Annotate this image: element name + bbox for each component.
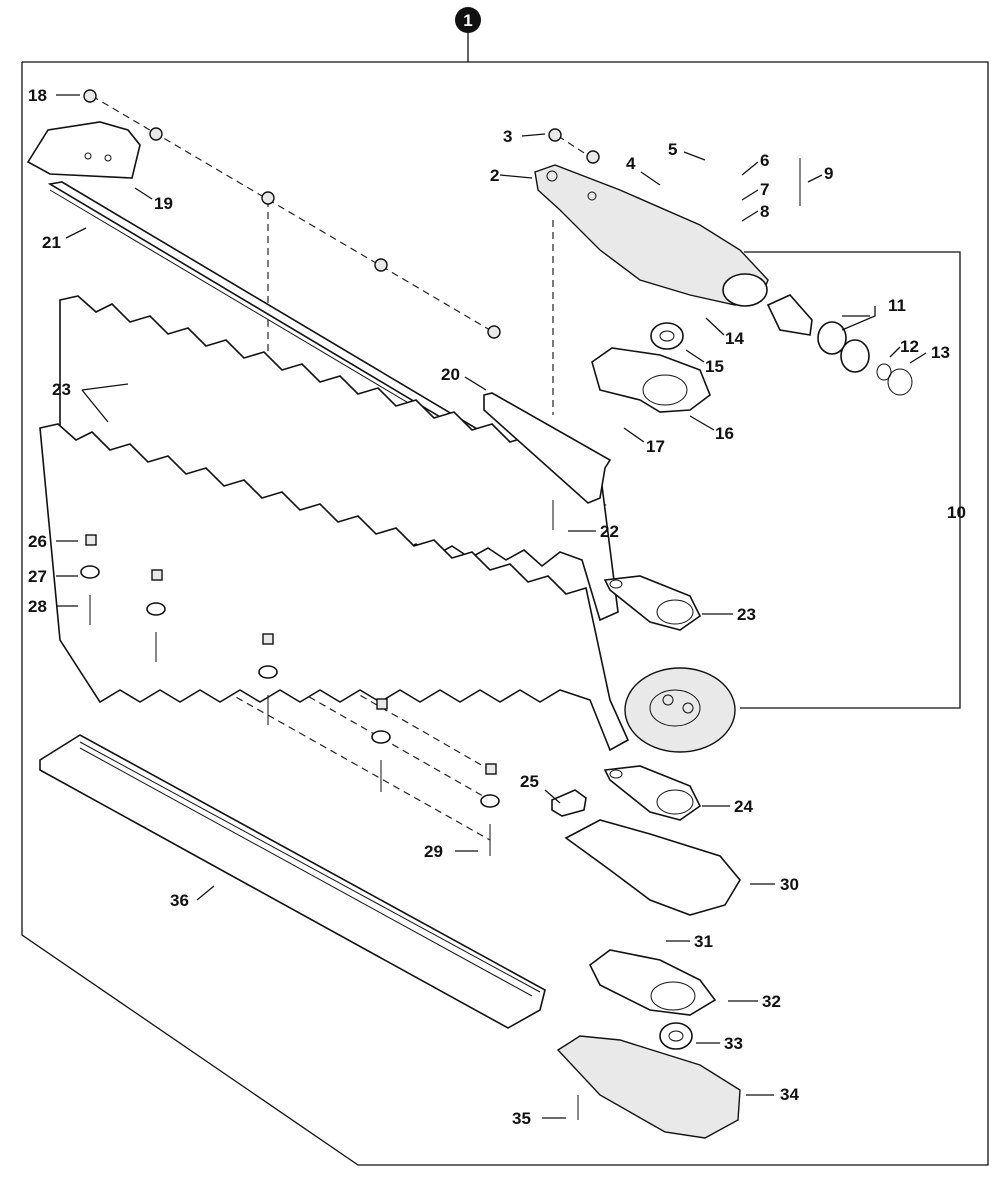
callout-19: 19 xyxy=(154,194,173,213)
callout-18: 18 xyxy=(28,86,47,105)
gasket-32 xyxy=(588,949,717,1016)
callout-23-blades: 23 xyxy=(52,380,71,399)
pinion-shaft xyxy=(766,294,913,396)
callout-11: 11 xyxy=(888,296,906,315)
gasket-30 xyxy=(564,819,741,916)
callout-33: 33 xyxy=(724,1034,743,1053)
gear-housing xyxy=(534,164,769,307)
callout-29: 29 xyxy=(424,842,443,861)
callout-8: 8 xyxy=(760,202,769,221)
bevel-gear xyxy=(624,667,736,753)
callout-30: 30 xyxy=(780,875,799,894)
blade-guide-plate xyxy=(26,121,141,179)
callout-34: 34 xyxy=(780,1085,799,1104)
callout-17: 17 xyxy=(646,437,665,456)
callout-14: 14 xyxy=(725,329,744,348)
callout-5: 5 xyxy=(668,140,677,159)
callout-16: 16 xyxy=(715,424,734,443)
connecting-rod-23 xyxy=(603,575,702,631)
clip-25 xyxy=(551,789,587,817)
callout-26: 26 xyxy=(28,532,47,551)
callout-10: 10 xyxy=(947,503,966,522)
gear-cover-34 xyxy=(556,1035,741,1139)
guide-rail xyxy=(483,392,612,504)
cutter-blade-lower xyxy=(39,423,630,752)
callout-3: 3 xyxy=(503,127,512,146)
callout-20: 20 xyxy=(441,365,460,384)
callout-36: 36 xyxy=(170,891,189,910)
callout-7: 7 xyxy=(760,180,769,199)
callout-13: 13 xyxy=(931,343,950,362)
callout-9: 9 xyxy=(824,164,833,183)
assembly-number: 1 xyxy=(463,11,472,30)
callout-35: 35 xyxy=(512,1109,531,1128)
callout-6: 6 xyxy=(760,151,769,170)
assembly-badge: 1 xyxy=(455,7,481,33)
connecting-rod-24 xyxy=(603,765,702,821)
callout-2: 2 xyxy=(490,166,499,185)
callout-4: 4 xyxy=(626,154,636,173)
callout-15: 15 xyxy=(705,357,724,376)
leader-lines xyxy=(56,94,961,1119)
callout-21: 21 xyxy=(42,233,61,252)
callout-31: 31 xyxy=(694,932,713,951)
callout-24: 24 xyxy=(734,797,753,816)
bearing-15 xyxy=(650,322,684,350)
callout-27: 27 xyxy=(28,567,47,586)
callout-22: 22 xyxy=(600,522,619,541)
assembly-frame xyxy=(21,32,989,1166)
callout-labels: 2 3 4 5 6 7 8 9 10 11 12 13 14 15 16 17 … xyxy=(28,86,966,1128)
blade-shield xyxy=(39,734,546,1029)
bearing-33 xyxy=(659,1022,693,1050)
callout-32: 32 xyxy=(762,992,781,1011)
callout-23-rod: 23 xyxy=(737,605,756,624)
callout-25: 25 xyxy=(520,772,539,791)
gasket-plate-16 xyxy=(591,347,711,413)
callout-12: 12 xyxy=(900,337,919,356)
hardware xyxy=(80,89,801,1120)
callout-28: 28 xyxy=(28,597,47,616)
